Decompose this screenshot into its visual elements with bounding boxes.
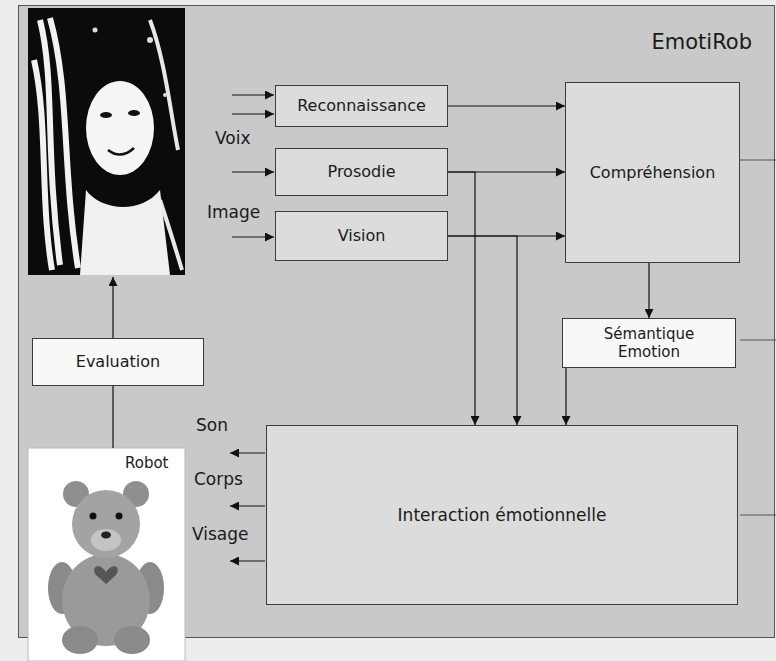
process-box: Prosodie bbox=[275, 148, 448, 196]
heart bbox=[94, 566, 118, 584]
eye bbox=[90, 513, 97, 520]
process-box: Reconnaissance bbox=[275, 85, 448, 127]
process-box: Vision bbox=[275, 211, 448, 261]
leg bbox=[114, 626, 150, 654]
output-arrow bbox=[230, 505, 265, 506]
face bbox=[86, 81, 154, 175]
smile bbox=[108, 148, 134, 155]
teddy-bear-photo bbox=[28, 448, 185, 661]
speckle bbox=[163, 93, 167, 97]
box-label: Reconnaissance bbox=[297, 96, 426, 115]
process-box: Interaction émotionnelle bbox=[266, 425, 738, 605]
box-label: Vision bbox=[338, 226, 386, 245]
edge-tick bbox=[740, 340, 776, 341]
feedback-arrow bbox=[112, 277, 113, 338]
channel-label: Visage bbox=[192, 524, 249, 544]
flow-arrow bbox=[448, 105, 565, 106]
eye bbox=[116, 513, 123, 520]
muzzle bbox=[91, 529, 121, 551]
box-label: Prosodie bbox=[328, 162, 396, 181]
nose bbox=[101, 532, 111, 539]
photo-ground bbox=[28, 8, 185, 275]
channel-label: Son bbox=[196, 415, 228, 435]
flow-arrow bbox=[448, 236, 517, 425]
eye bbox=[100, 112, 112, 118]
leg bbox=[62, 626, 98, 654]
eye bbox=[128, 110, 140, 116]
process-box: Compréhension bbox=[565, 82, 740, 263]
channel-label: Corps bbox=[194, 469, 243, 489]
channel-label: Voix bbox=[215, 128, 251, 148]
panel-title: EmotiRob bbox=[652, 30, 752, 55]
input-arrow bbox=[232, 171, 274, 172]
box-label: Evaluation bbox=[76, 352, 160, 371]
input-arrow bbox=[232, 113, 274, 114]
edge-tick bbox=[740, 160, 776, 161]
shoulders bbox=[80, 190, 170, 275]
box-label: Compréhension bbox=[590, 163, 716, 182]
process-box: Evaluation bbox=[32, 338, 204, 386]
speckle bbox=[93, 28, 98, 33]
feedback-line bbox=[112, 386, 113, 448]
output-arrow bbox=[230, 452, 265, 453]
channel-label: Image bbox=[207, 202, 260, 222]
hair-strands bbox=[34, 18, 78, 270]
flow-arrow bbox=[565, 368, 566, 425]
input-arrow bbox=[232, 94, 274, 95]
speckle bbox=[147, 37, 153, 43]
photo-ground bbox=[28, 448, 185, 661]
picture-label: Robot bbox=[125, 454, 169, 472]
head bbox=[72, 490, 140, 558]
edge-tick bbox=[740, 515, 776, 516]
output-arrow bbox=[230, 560, 265, 561]
flow-arrow bbox=[648, 263, 649, 318]
process-box: Sémantique Emotion bbox=[562, 318, 736, 368]
input-arrow bbox=[232, 236, 274, 237]
child-photo bbox=[28, 8, 185, 275]
flow-arrow bbox=[448, 172, 475, 425]
box-label: Interaction émotionnelle bbox=[398, 505, 607, 525]
box-label: Sémantique Emotion bbox=[592, 325, 707, 361]
